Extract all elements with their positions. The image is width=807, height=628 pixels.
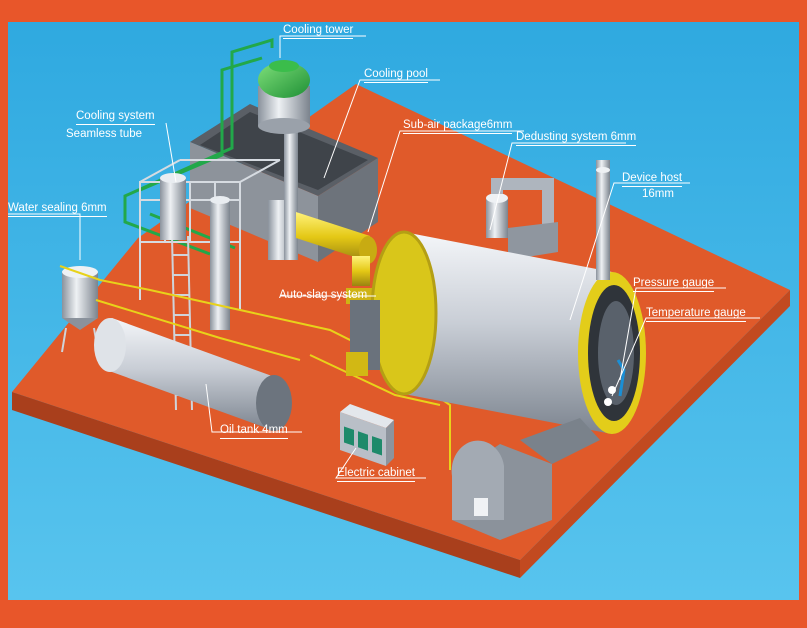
label-cooling-tower: Cooling tower (283, 24, 354, 39)
label-auto-slag-system: Auto-slag system (279, 289, 368, 301)
electric-cabinet (340, 404, 394, 466)
device-host-reactor (370, 160, 646, 434)
yellow-pipes (59, 265, 451, 470)
auto-slag-system (346, 300, 380, 376)
sub-air-package (296, 212, 377, 304)
label-electric-cabinet: Electric cabinet (337, 467, 415, 482)
label-water-sealing: Water sealing 6mm (8, 202, 107, 217)
label-device-host-thickness: 16mm (642, 188, 674, 200)
leader-lines (8, 35, 760, 479)
label-temperature-gauge: Temperature gauge (646, 307, 746, 322)
label-cooling-system: Cooling system (76, 110, 155, 125)
label-device-host: Device host (622, 172, 683, 187)
label-seamless-tube: Seamless tube (66, 128, 143, 140)
furnace-housing (451, 418, 600, 540)
dedusting-system (486, 178, 558, 260)
floor-right-edge (520, 290, 790, 578)
label-dedusting-system: Dedusting system 6mm (516, 131, 637, 146)
label-sub-air-package: Sub-air package6mm (403, 119, 513, 134)
water-sealing-tank (61, 266, 99, 353)
oil-tank (94, 318, 292, 431)
floor-front-edge (12, 392, 520, 578)
label-oil-tank: Oil tank 4mm (220, 424, 288, 439)
label-pressure-gauge: Pressure gauge (633, 277, 715, 292)
label-cooling-pool: Cooling pool (364, 68, 428, 83)
cooling-tower (258, 60, 310, 134)
